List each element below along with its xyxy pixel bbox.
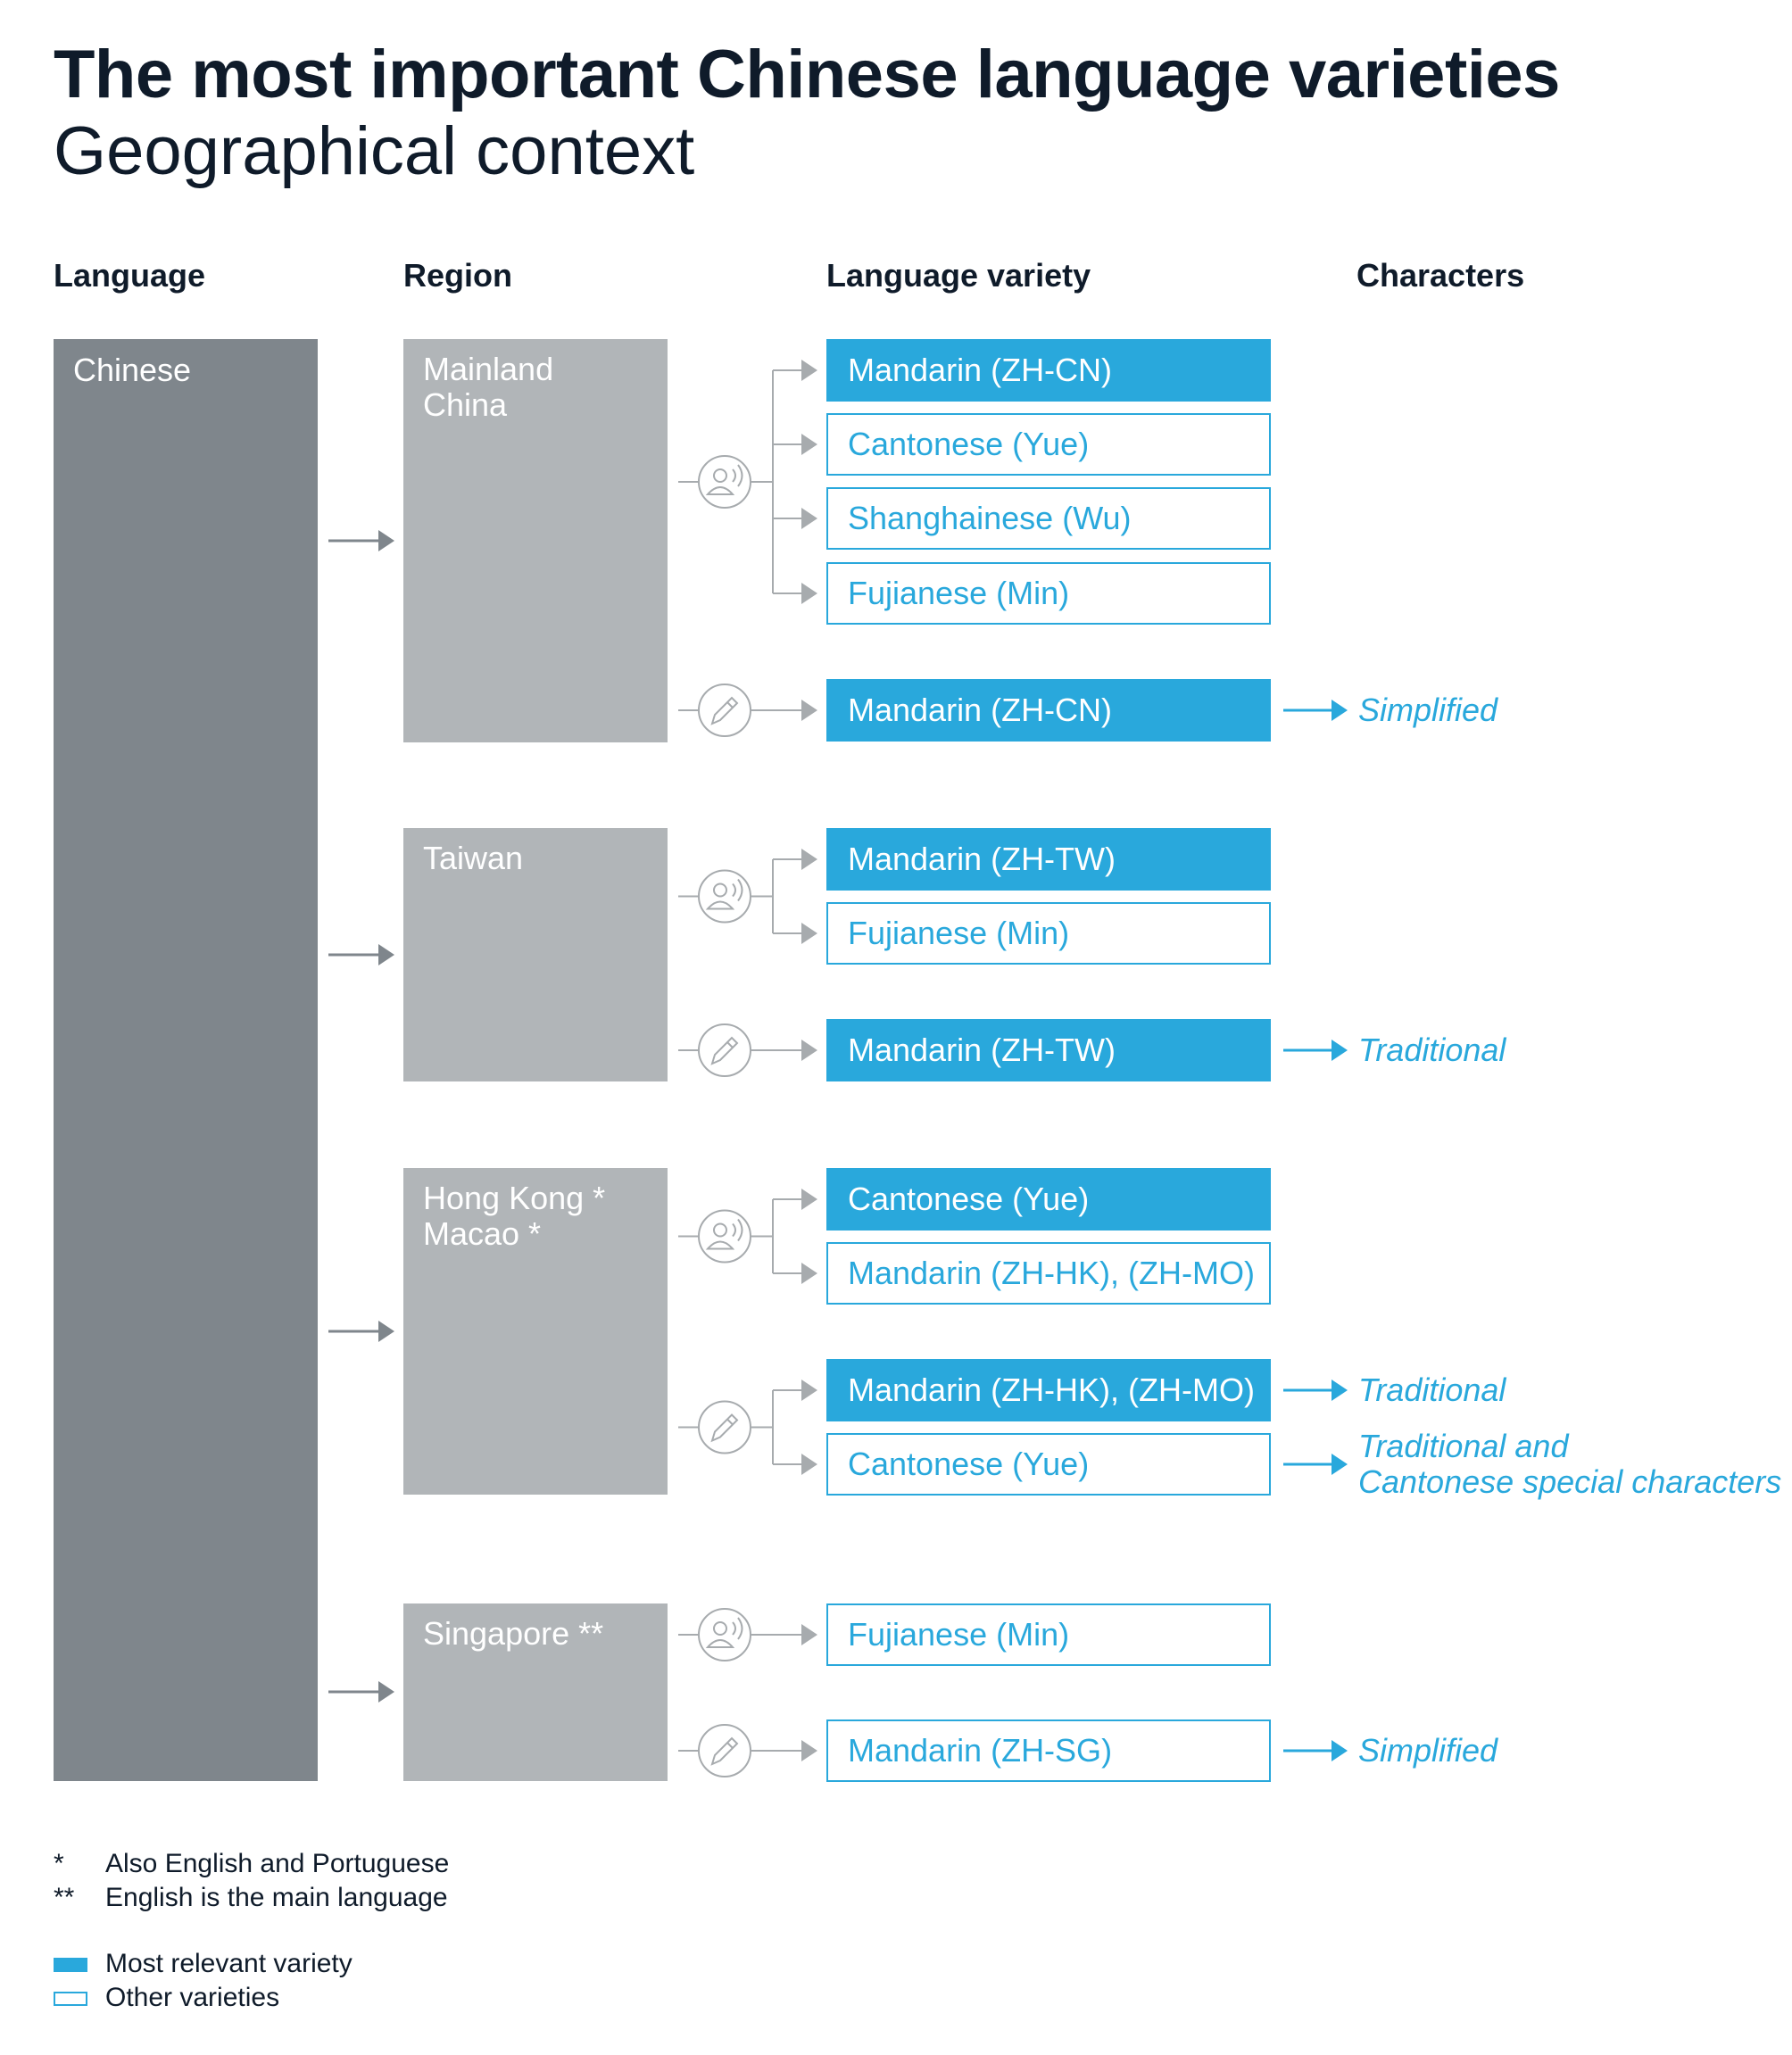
- language-to-region-arrow: [328, 944, 394, 965]
- written-variety-box: Mandarin (ZH-SG): [826, 1719, 1271, 1782]
- pen-icon: [698, 684, 751, 737]
- characters-label: Simplified: [1358, 692, 1498, 728]
- spoken-variety-box: Mandarin (ZH-HK), (ZH-MO): [826, 1242, 1271, 1305]
- branch-arrow: [773, 434, 817, 455]
- region-label: Singapore **: [423, 1615, 604, 1652]
- language-to-region-arrow: [328, 530, 394, 551]
- spoken-variety-box: Fujianese (Min): [826, 902, 1271, 965]
- legend-label: Other varieties: [105, 1983, 280, 2012]
- speaking-person-icon: [698, 1608, 751, 1661]
- branch-arrow: [773, 1380, 817, 1401]
- speaking-person-icon: [698, 1209, 751, 1264]
- language-to-region-arrow: [328, 1321, 394, 1342]
- region-label: Mainland China: [423, 351, 554, 423]
- written-variety-box: Mandarin (ZH-TW): [826, 1019, 1271, 1081]
- written-variety-box: Mandarin (ZH-CN): [826, 679, 1271, 742]
- branch-arrow: [773, 849, 817, 870]
- icon-to-variety-arrow: [751, 1040, 817, 1061]
- icon-to-variety-arrow: [751, 1624, 817, 1645]
- footnote-mark: **: [54, 1883, 75, 1912]
- region-block: Mainland China: [403, 339, 668, 742]
- branch-arrow: [773, 1454, 817, 1475]
- region-block: Hong Kong * Macao *: [403, 1168, 668, 1495]
- characters-label: Traditional and Cantonese special charac…: [1358, 1428, 1782, 1500]
- characters-arrow: [1283, 1454, 1348, 1475]
- speaking-person-icon: [698, 455, 751, 509]
- legend-swatch-outline: [54, 1992, 87, 2006]
- characters-arrow: [1283, 1380, 1348, 1401]
- footnote-mark: *: [54, 1849, 64, 1878]
- branch-arrow: [773, 923, 817, 944]
- column-header-variety: Language variety: [826, 257, 1091, 294]
- pen-icon: [698, 1724, 751, 1777]
- column-header-region: Region: [403, 257, 512, 294]
- icon-to-variety-arrow: [751, 700, 817, 721]
- spoken-variety-box: Shanghainese (Wu): [826, 487, 1271, 550]
- page-title: The most important Chinese language vari…: [54, 37, 1560, 112]
- branch-arrow: [773, 1263, 817, 1284]
- branch-arrow: [773, 360, 817, 381]
- written-variety-box: Mandarin (ZH-HK), (ZH-MO): [826, 1359, 1271, 1421]
- spoken-variety-box: Cantonese (Yue): [826, 1168, 1271, 1231]
- footnote-text: English is the main language: [105, 1883, 448, 1912]
- footnote-text: Also English and Portuguese: [105, 1849, 450, 1878]
- region-label: Hong Kong * Macao *: [423, 1180, 606, 1252]
- characters-label: Traditional: [1358, 1371, 1506, 1408]
- characters-label: Simplified: [1358, 1732, 1498, 1769]
- branch-arrow: [773, 583, 817, 604]
- spoken-variety-box: Cantonese (Yue): [826, 413, 1271, 476]
- pen-icon: [698, 1023, 751, 1077]
- written-variety-box: Cantonese (Yue): [826, 1433, 1271, 1496]
- column-header-characters: Characters: [1356, 257, 1525, 294]
- legend-label: Most relevant variety: [105, 1949, 353, 1978]
- characters-arrow: [1283, 1740, 1348, 1761]
- branch-arrow: [773, 508, 817, 529]
- spoken-variety-box: Fujianese (Min): [826, 1603, 1271, 1666]
- region-label: Taiwan: [423, 840, 524, 876]
- characters-label: Traditional: [1358, 1032, 1506, 1068]
- page-subtitle: Geographical context: [54, 113, 695, 189]
- column-header-language: Language: [54, 257, 206, 294]
- pen-icon: [698, 1400, 751, 1454]
- spoken-variety-box: Fujianese (Min): [826, 562, 1271, 625]
- spoken-variety-box: Mandarin (ZH-CN): [826, 339, 1271, 402]
- language-to-region-arrow: [328, 1681, 394, 1703]
- language-label: Chinese: [73, 352, 192, 388]
- characters-arrow: [1283, 1040, 1348, 1061]
- spoken-variety-box: Mandarin (ZH-TW): [826, 828, 1271, 891]
- region-block: Singapore **: [403, 1603, 668, 1781]
- branch-arrow: [773, 1189, 817, 1210]
- language-block: Chinese: [54, 339, 318, 1781]
- region-block: Taiwan: [403, 828, 668, 1081]
- speaking-person-icon: [698, 869, 751, 924]
- characters-arrow: [1283, 700, 1348, 721]
- icon-to-variety-arrow: [751, 1740, 817, 1761]
- legend-swatch-filled: [54, 1958, 87, 1972]
